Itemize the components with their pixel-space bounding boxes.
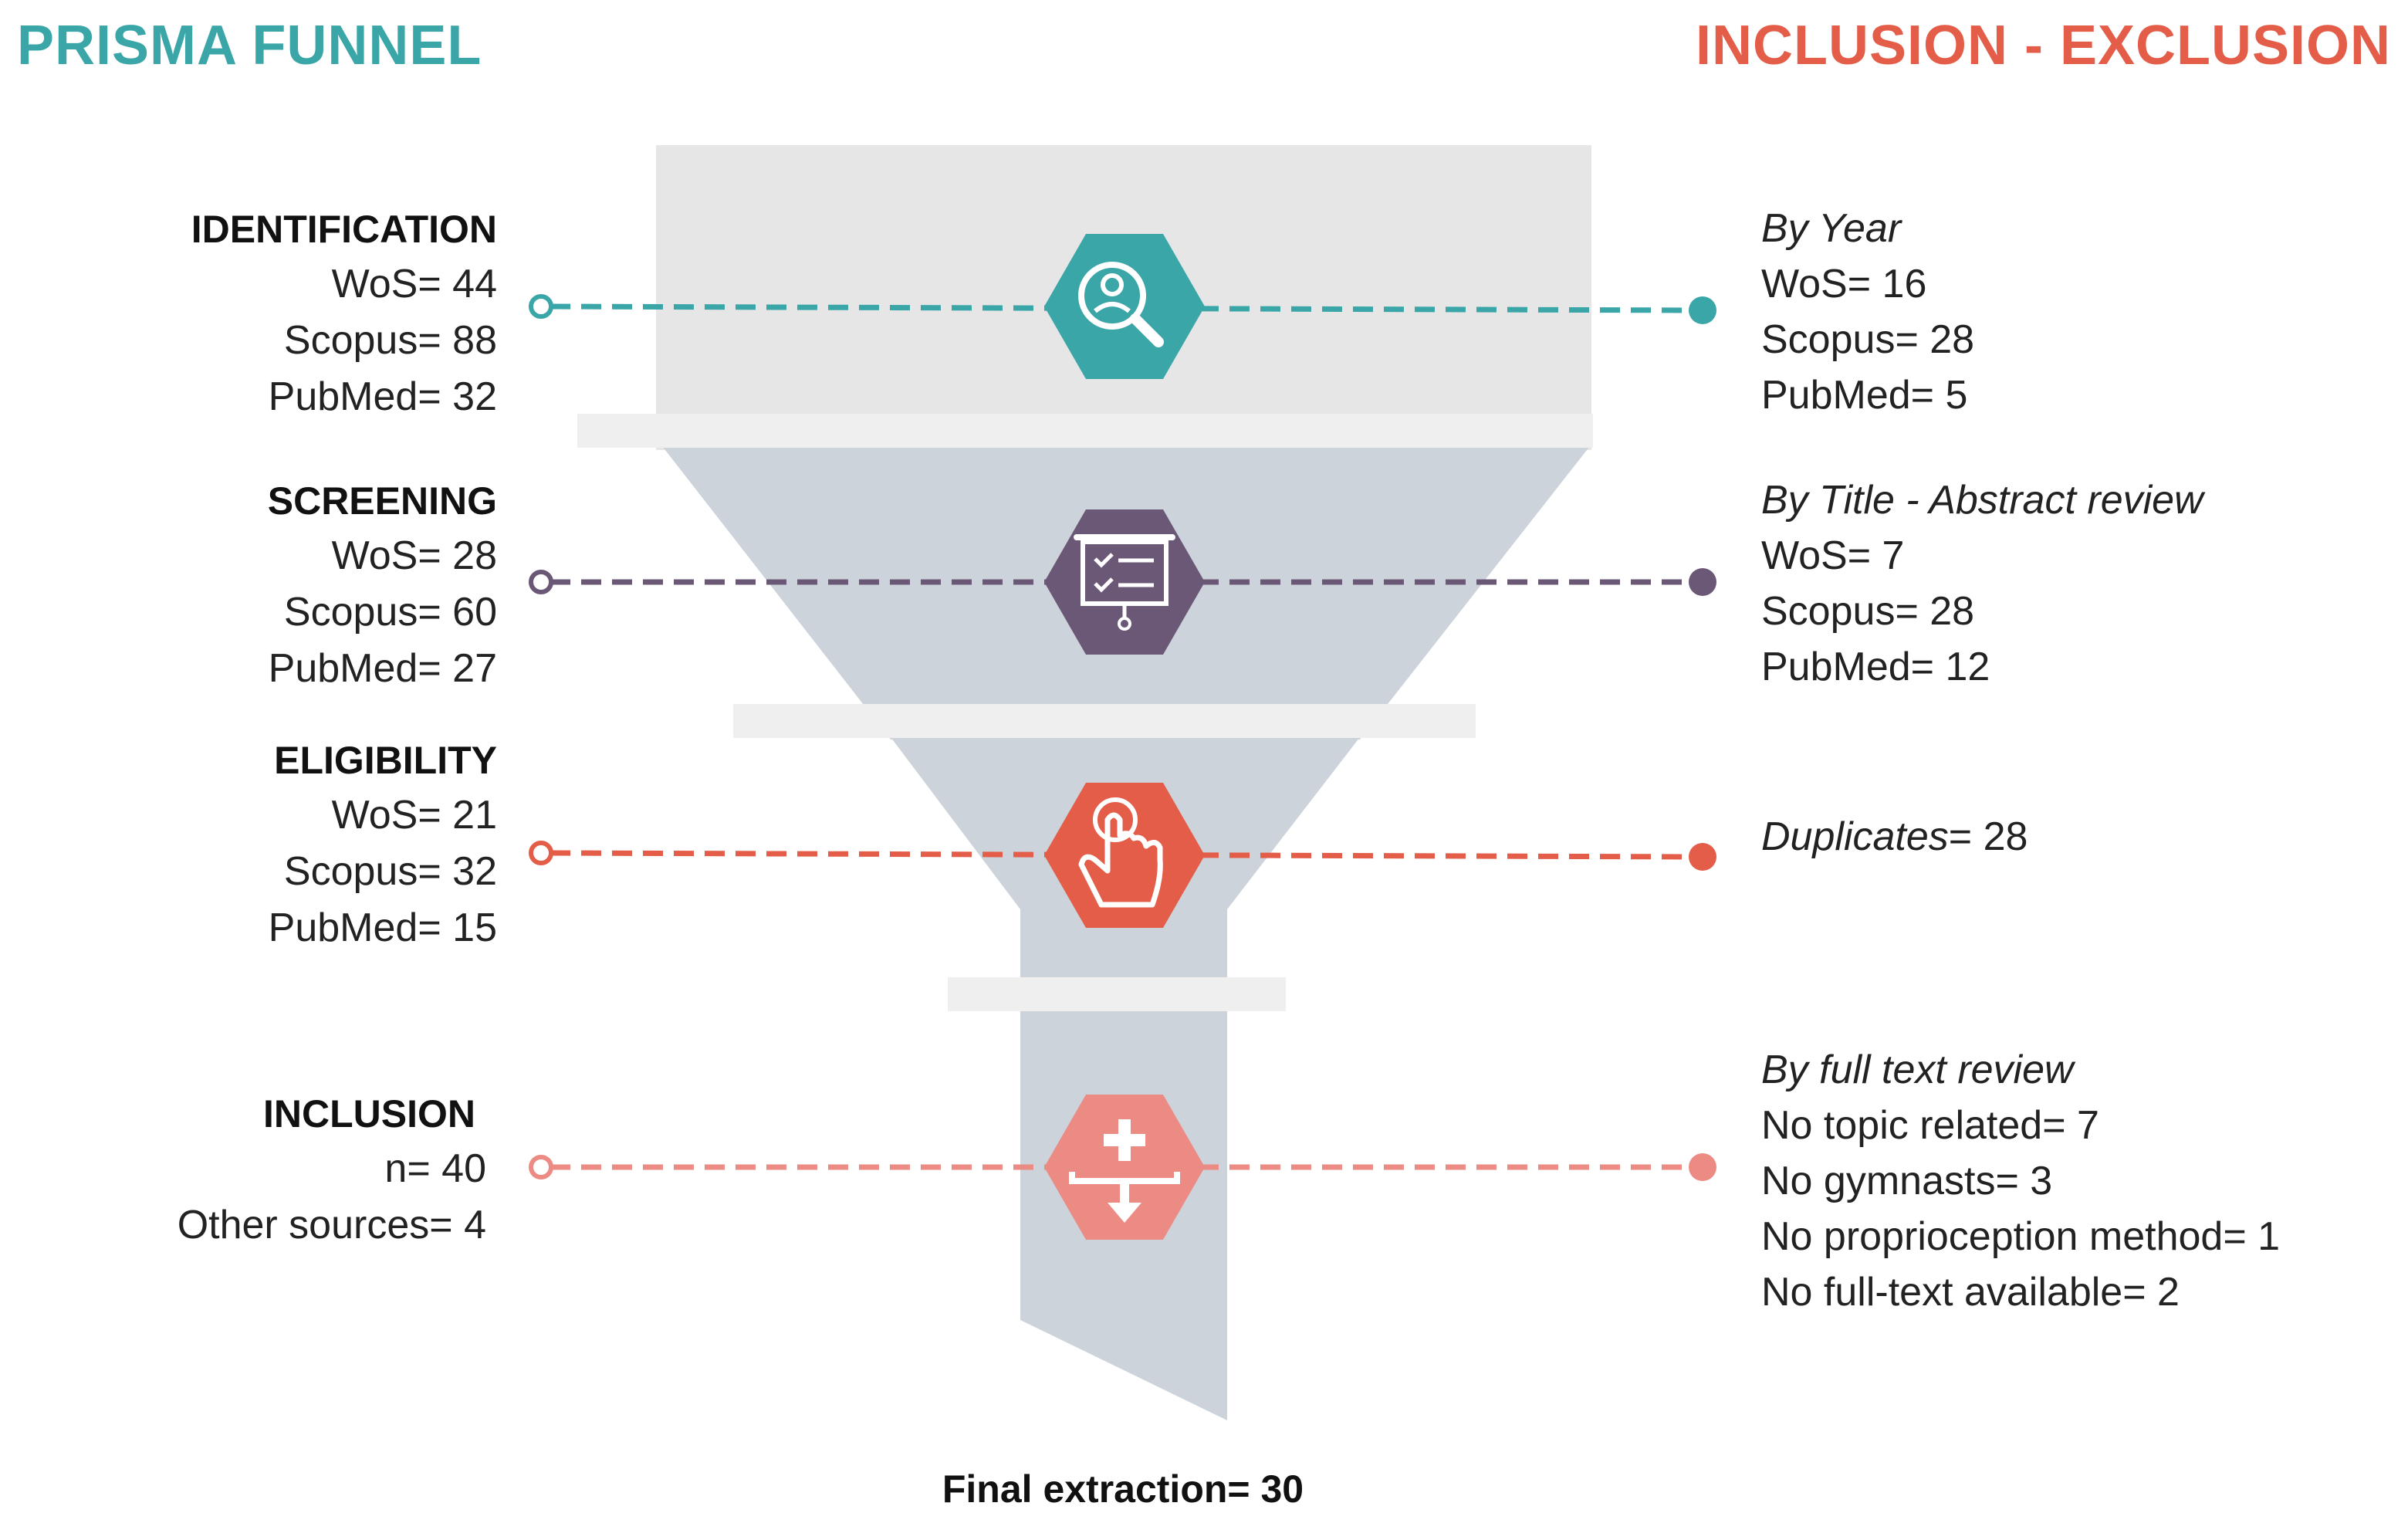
final-extraction-label: Final extraction= 30 <box>942 1467 1304 1511</box>
exclusion-heading: Duplicates <box>1761 814 1949 859</box>
prisma-funnel-title: PRISMA FUNNEL <box>17 15 482 76</box>
stage-count: PubMed= 32 <box>268 374 497 419</box>
stage-count: Other sources= 4 <box>177 1203 486 1247</box>
exclusion-by-year: By Year WoS= 16 Scopus= 28 PubMed= 5 <box>1761 201 2402 423</box>
stage-eligibility: ELIGIBILITY WoS= 21 Scopus= 32 PubMed= 1… <box>19 733 497 956</box>
exclusion-by-full-text: By full text review No topic related= 7 … <box>1761 1042 2402 1320</box>
connector-start-dot <box>529 841 553 865</box>
connector-start-dot <box>529 570 553 594</box>
separator-1 <box>577 414 1593 448</box>
exclusion-heading: By Year <box>1761 206 1902 251</box>
stage-count: PubMed= 15 <box>268 905 497 950</box>
funnel-neck <box>891 737 1360 1420</box>
connector-end-dot <box>1689 843 1716 871</box>
plus-merge-icon <box>1044 1095 1205 1240</box>
separator-2 <box>733 704 1476 738</box>
hand-pointer-icon <box>1044 783 1205 928</box>
exclusion-count: No full-text available= 2 <box>1761 1270 2180 1315</box>
exclusion-count: WoS= 7 <box>1761 533 1905 578</box>
inclusion-exclusion-title: INCLUSION - EXCLUSION <box>1695 15 2391 76</box>
exclusion-count: = 28 <box>1948 814 2028 859</box>
stage-count: WoS= 28 <box>331 533 497 578</box>
stage-count: Scopus= 32 <box>283 849 497 894</box>
exclusion-count: No gymnasts= 3 <box>1761 1159 2053 1203</box>
exclusion-count: PubMed= 12 <box>1761 645 1990 689</box>
stage-heading: SCREENING <box>267 479 497 523</box>
stage-heading: ELIGIBILITY <box>274 739 497 782</box>
stage-count: Scopus= 88 <box>283 318 497 363</box>
exclusion-count: No proprioception method= 1 <box>1761 1214 2281 1259</box>
stage-count: n= 40 <box>384 1146 486 1191</box>
stage-heading: IDENTIFICATION <box>191 208 497 251</box>
exclusion-heading: By full text review <box>1761 1047 2074 1092</box>
stage-heading: INCLUSION <box>263 1092 475 1135</box>
duplicates-line: Duplicates= 28 <box>1761 809 2402 865</box>
exclusion-duplicates: Duplicates= 28 <box>1761 809 2402 865</box>
presentation-checklist-icon <box>1044 509 1205 655</box>
connector-start-dot <box>529 294 553 319</box>
exclusion-count: PubMed= 5 <box>1761 373 1968 418</box>
stage-identification: IDENTIFICATION WoS= 44 Scopus= 88 PubMed… <box>19 202 497 425</box>
exclusion-by-title-abstract: By Title - Abstract review WoS= 7 Scopus… <box>1761 472 2402 695</box>
separator-3 <box>948 977 1286 1011</box>
search-user-icon <box>1044 234 1205 379</box>
exclusion-count: No topic related= 7 <box>1761 1103 2099 1148</box>
exclusion-count: Scopus= 28 <box>1761 317 1975 362</box>
exclusion-count: Scopus= 28 <box>1761 589 1975 634</box>
stage-inclusion: INCLUSION n= 40 Other sources= 4 <box>8 1087 486 1254</box>
stage-count: PubMed= 27 <box>268 646 497 691</box>
connector-start-dot <box>529 1155 553 1179</box>
connector-end-dot <box>1689 1153 1716 1181</box>
stage-count: WoS= 21 <box>331 793 497 838</box>
stage-count: WoS= 44 <box>331 262 497 306</box>
connector-end-dot <box>1689 296 1716 324</box>
stage-count: Scopus= 60 <box>283 590 497 635</box>
stage-screening: SCREENING WoS= 28 Scopus= 60 PubMed= 27 <box>19 474 497 697</box>
exclusion-count: WoS= 16 <box>1761 262 1927 306</box>
exclusion-heading: By Title - Abstract review <box>1761 478 2203 523</box>
connector-end-dot <box>1689 568 1716 596</box>
